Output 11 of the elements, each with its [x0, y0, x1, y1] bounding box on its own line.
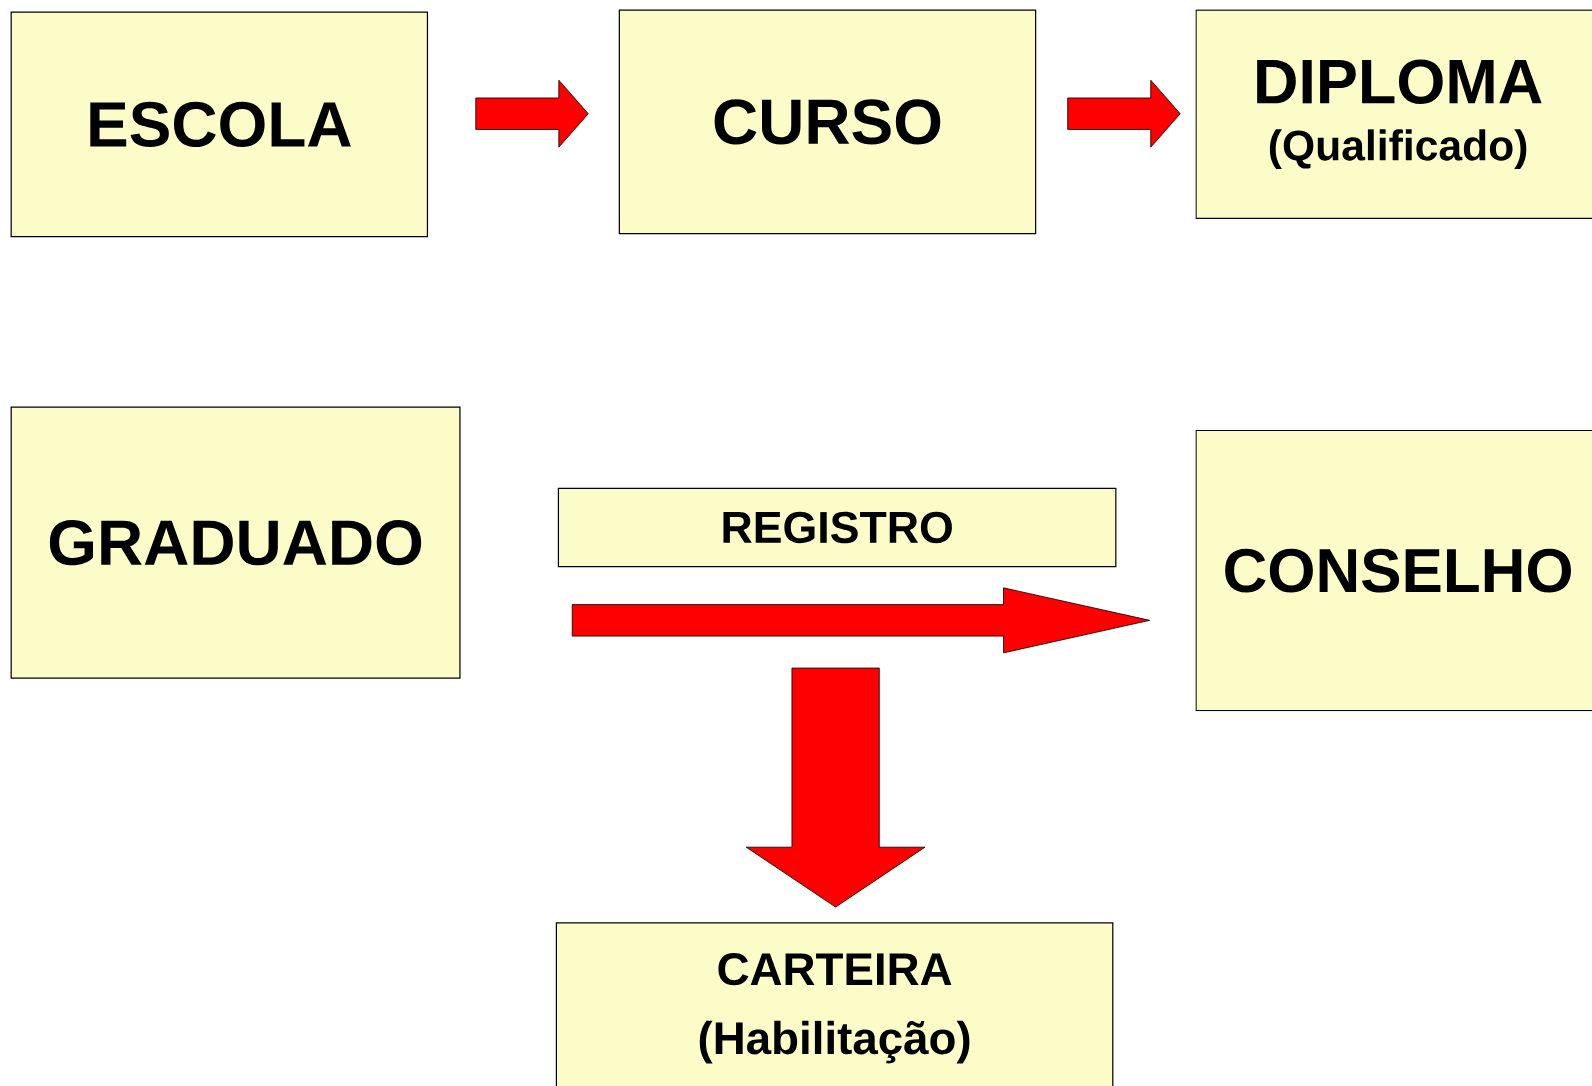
process-box: ESCOLA [10, 11, 429, 237]
process-box: REGISTRO [557, 487, 1117, 567]
process-box: CARTEIRA (Habilitação) [555, 922, 1114, 1086]
block-arrow [475, 79, 589, 148]
block-arrow [571, 587, 1151, 654]
block-arrow [1067, 79, 1181, 148]
block-arrow [745, 667, 926, 908]
process-box: GRADUADO [10, 406, 461, 679]
process-box: DIPLOMA (Qualificado) [1195, 9, 1592, 219]
process-box: CURSO [618, 9, 1037, 234]
process-box: CONSELHO [1195, 429, 1592, 712]
